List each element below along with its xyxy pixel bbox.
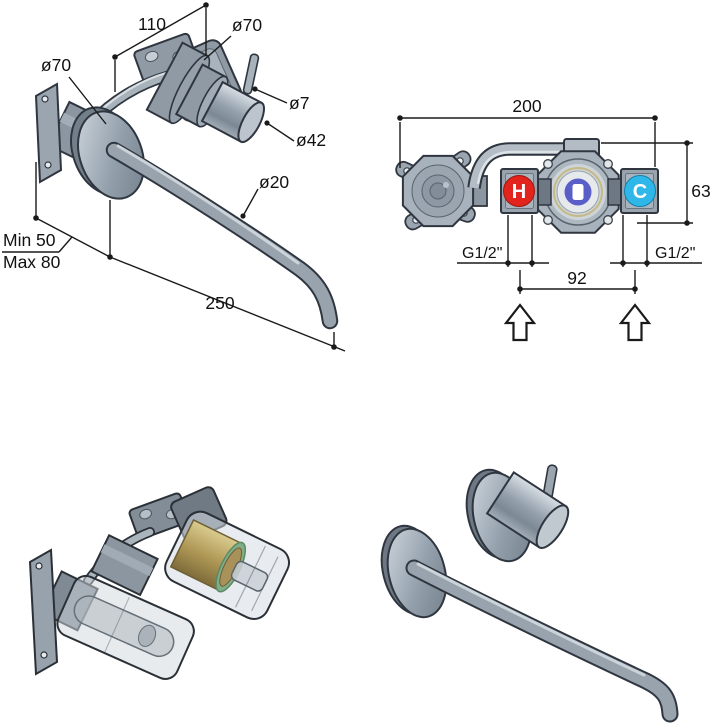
mixer-body bbox=[145, 41, 265, 144]
dim-pin-diameter: ø7 bbox=[252, 86, 309, 113]
thread-left-label: G1/2" bbox=[462, 245, 502, 262]
hot-label: H bbox=[512, 181, 526, 203]
thread-right-label: G1/2" bbox=[655, 245, 695, 262]
dim-wall-depth: Min 50 Max 80 bbox=[2, 230, 73, 272]
cutaway-valve-block bbox=[90, 533, 159, 597]
dim-escutcheon-dia-label: ø70 bbox=[232, 15, 262, 35]
handle-render bbox=[485, 470, 570, 549]
rear-dimensions: 200 63 G1/2" bbox=[397, 96, 711, 294]
cold-label: C bbox=[633, 181, 647, 203]
cold-inlet: C bbox=[607, 168, 659, 214]
dim-110-label: 110 bbox=[138, 14, 166, 34]
dim-thread-left: G1/2" bbox=[457, 215, 549, 267]
cartridge-housing bbox=[164, 510, 291, 620]
dim-spout-dia-label: ø20 bbox=[259, 172, 289, 192]
hot-flow-up-arrow-icon bbox=[503, 303, 537, 342]
dim-rosette-diameter: ø70 bbox=[41, 55, 107, 125]
dim-250-label: 250 bbox=[205, 293, 234, 313]
cutaway-render-view bbox=[28, 486, 291, 680]
wall-depth-max-label: Max 80 bbox=[3, 252, 61, 272]
dim-pin-dia-label: ø7 bbox=[289, 93, 309, 113]
rear-supply-pipe bbox=[467, 142, 567, 190]
handle-pin bbox=[242, 53, 260, 95]
dim-rosette-dia-label: ø70 bbox=[41, 55, 71, 75]
cold-flow-up-arrow-icon bbox=[618, 303, 652, 342]
product-render-view bbox=[380, 464, 679, 723]
dim-handle-diameter: ø42 bbox=[264, 120, 326, 150]
spout-render bbox=[405, 559, 679, 723]
iso-dimension-view: 110 ø70 ø70 ø7 ø42 bbox=[2, 2, 346, 352]
dim-200-label: 200 bbox=[512, 96, 541, 116]
rear-installation-view: H C 200 63 bbox=[395, 96, 711, 342]
mixer-valve-body bbox=[536, 150, 620, 234]
dim-thread-right: G1/2" bbox=[610, 215, 702, 267]
dim-63-label: 63 bbox=[691, 181, 710, 201]
dim-bracket-spacing: 110 bbox=[112, 2, 209, 92]
dim-spout-diameter: ø20 bbox=[240, 172, 289, 219]
dim-spout-length: 250 bbox=[33, 162, 346, 352]
hot-inlet: H bbox=[500, 168, 552, 214]
dim-inlet-spacing: 92 bbox=[517, 268, 638, 294]
wall-depth-min-label: Min 50 bbox=[3, 230, 56, 250]
spout bbox=[105, 141, 339, 330]
dim-handle-dia-label: ø42 bbox=[296, 130, 326, 150]
dim-body-height: 63 bbox=[601, 140, 711, 226]
spout-housing bbox=[56, 574, 195, 680]
iso-dimensions: 110 ø70 ø70 ø7 ø42 bbox=[2, 2, 346, 352]
dim-escutcheon-diameter: ø70 bbox=[203, 15, 262, 61]
dim-overall-width: 200 bbox=[397, 96, 658, 168]
cold-indicator bbox=[624, 175, 656, 207]
dim-92-label: 92 bbox=[567, 268, 586, 288]
wall-flange bbox=[395, 150, 488, 231]
hot-indicator bbox=[503, 175, 535, 207]
